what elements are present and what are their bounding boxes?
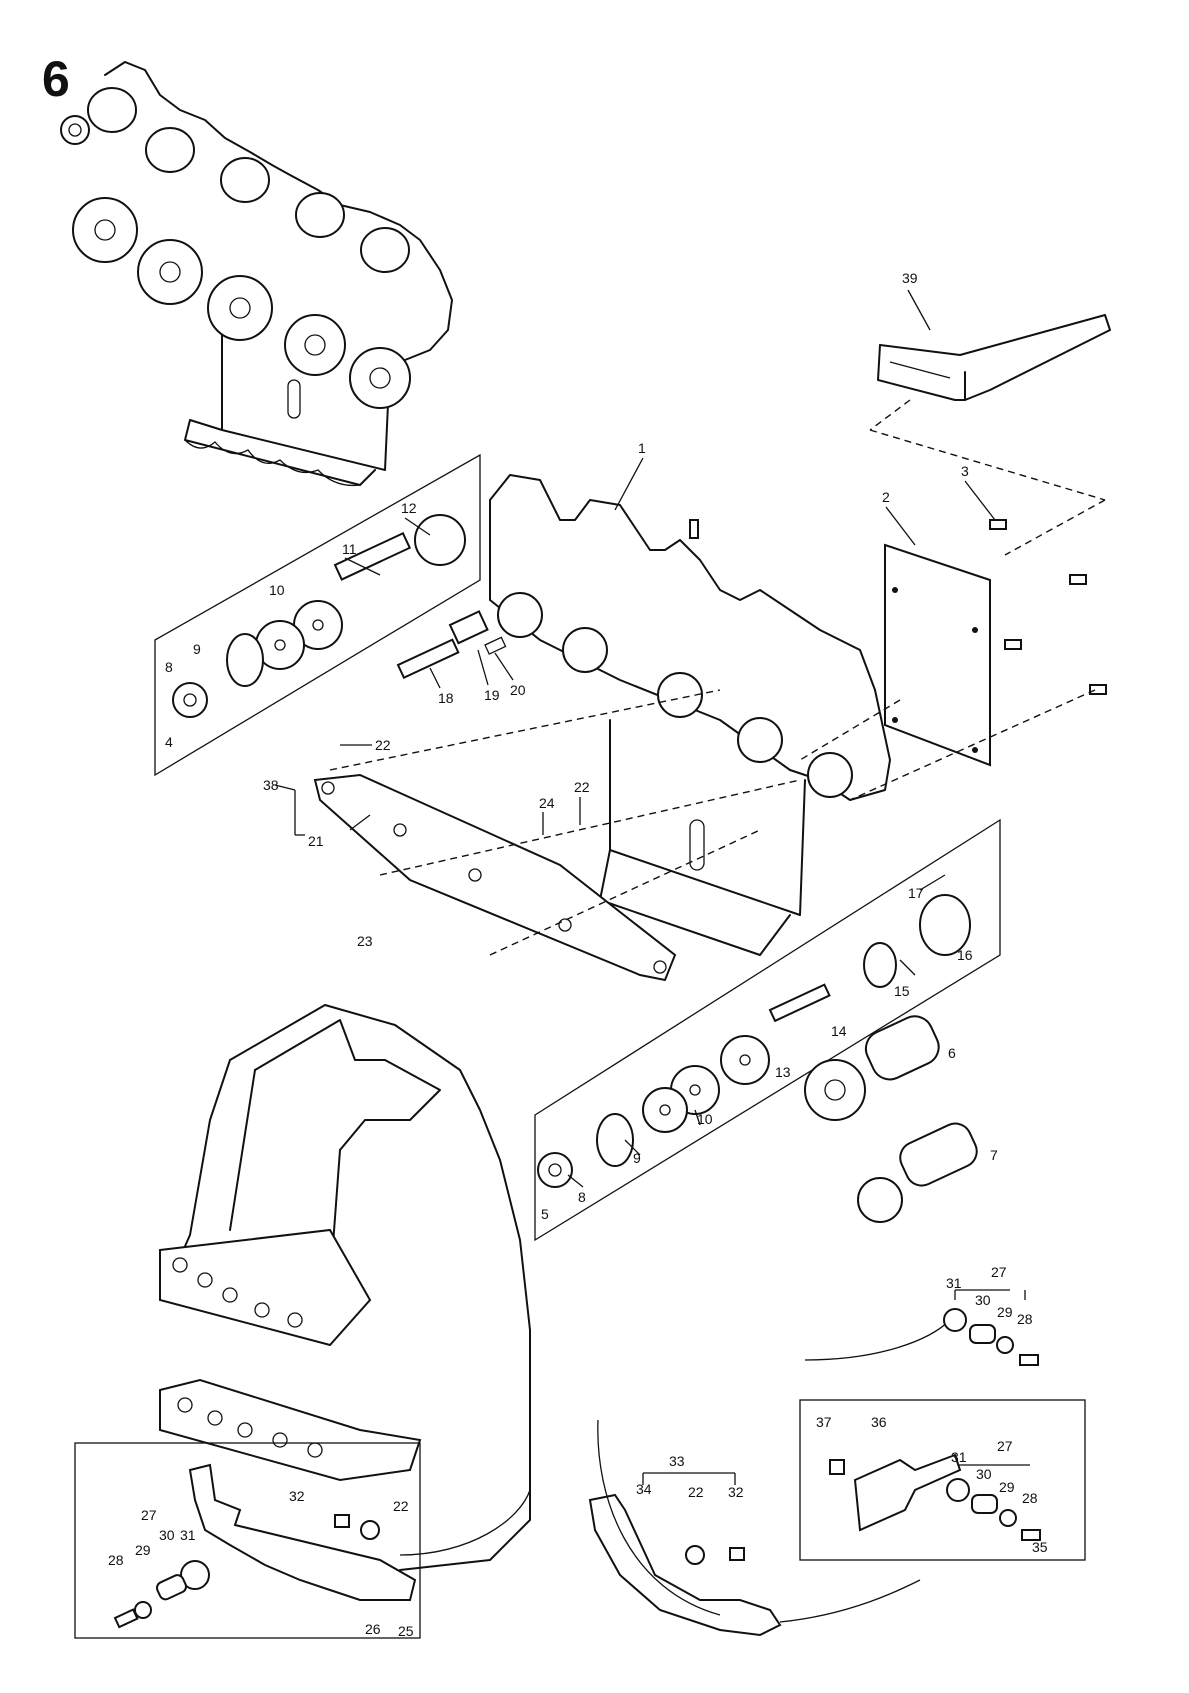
label-18: 18 (438, 690, 454, 706)
label-30-panel25: 30 (159, 1527, 175, 1543)
label-22-arc: 22 (688, 1484, 704, 1500)
label-24: 24 (539, 795, 555, 811)
label-7: 7 (990, 1147, 998, 1163)
assembled-tension-unit (61, 62, 452, 485)
label-23: 23 (357, 933, 373, 949)
label-29-panel25: 29 (135, 1542, 151, 1558)
label-27-panel35: 27 (997, 1438, 1013, 1454)
label-29-panel35: 29 (999, 1479, 1015, 1495)
panel-4 (155, 455, 480, 775)
ribbon-connector (870, 315, 1110, 500)
label-32-arc: 32 (728, 1484, 744, 1500)
label-9-upper: 9 (193, 641, 201, 657)
knob-row (61, 88, 410, 408)
label-31-panel35: 31 (951, 1449, 967, 1465)
label-3: 3 (961, 463, 969, 479)
label-17: 17 (908, 885, 924, 901)
label-12: 12 (401, 500, 417, 516)
label-20: 20 (510, 682, 526, 698)
pin-sleeve-spring (398, 611, 506, 677)
label-35: 35 (1032, 1539, 1048, 1555)
label-39: 39 (902, 270, 918, 286)
label-15: 15 (894, 983, 910, 999)
label-22-bracket: 22 (574, 779, 590, 795)
label-8-lower: 8 (578, 1189, 586, 1205)
label-2: 2 (882, 489, 890, 505)
label-4: 4 (165, 734, 173, 750)
label-19: 19 (484, 687, 500, 703)
label-13: 13 (775, 1064, 791, 1080)
label-5: 5 (541, 1206, 549, 1222)
label-26: 26 (365, 1621, 381, 1637)
label-27-panel25: 27 (141, 1507, 157, 1523)
figure-number: 6 (42, 51, 70, 107)
label-27-right: 27 (991, 1264, 1007, 1280)
label-22-panel25: 22 (393, 1498, 409, 1514)
label-21: 21 (308, 833, 324, 849)
label-1: 1 (638, 440, 646, 456)
knob-assemblies (805, 1010, 982, 1222)
label-25: 25 (398, 1623, 414, 1639)
label-28-panel25: 28 (108, 1552, 124, 1568)
label-32-panel25: 32 (289, 1488, 305, 1504)
label-34: 34 (636, 1481, 652, 1497)
label-36: 36 (871, 1414, 887, 1430)
housing (160, 1005, 530, 1570)
label-29-right: 29 (997, 1304, 1013, 1320)
label-8-upper: 8 (165, 659, 173, 675)
label-28-right: 28 (1017, 1311, 1033, 1327)
label-16: 16 (957, 947, 973, 963)
label-30-right: 30 (975, 1292, 991, 1308)
guide-rail (315, 690, 800, 980)
label-31-panel25: 31 (180, 1527, 196, 1543)
label-30-panel35: 30 (976, 1466, 992, 1482)
mounting-plate (800, 500, 1106, 800)
label-11: 11 (342, 541, 357, 557)
panel-25 (75, 1443, 530, 1638)
label-14: 14 (831, 1023, 847, 1039)
bracket-arc-33 (590, 1420, 920, 1635)
label-10-upper: 10 (269, 582, 285, 598)
label-6: 6 (948, 1045, 956, 1061)
label-31-right: 31 (946, 1275, 962, 1291)
label-33: 33 (669, 1453, 685, 1469)
panel-35 (800, 1400, 1085, 1560)
label-37: 37 (816, 1414, 832, 1430)
label-22-rail: 22 (375, 737, 391, 753)
label-28-panel35: 28 (1022, 1490, 1038, 1506)
